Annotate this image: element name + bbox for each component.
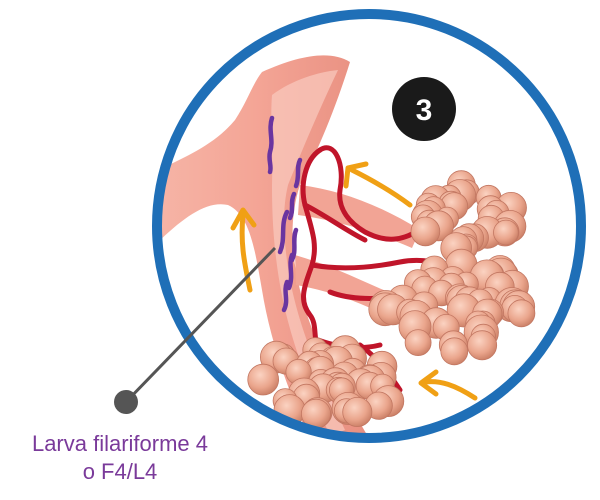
alveoli-cluster-upper <box>410 170 527 264</box>
alveolus <box>440 337 469 366</box>
caption: Larva filariforme 4 o F4/L4 <box>0 430 240 486</box>
larva <box>293 157 303 189</box>
alveolus <box>410 216 441 247</box>
larva <box>287 191 297 221</box>
larva <box>281 279 290 313</box>
step-number-badge: 3 <box>392 77 456 141</box>
alveolus <box>247 363 280 396</box>
step-number: 3 <box>416 94 433 127</box>
alveolus <box>493 219 519 246</box>
alveoli-cluster-lower <box>247 335 405 429</box>
larva <box>267 115 275 175</box>
migration-arrows <box>230 161 478 401</box>
alveolus <box>507 299 536 328</box>
caption-line-2: o F4/L4 <box>82 459 158 484</box>
alveolus <box>404 329 432 357</box>
arrow-up-left-icon <box>418 369 478 401</box>
alveoli-cluster-middle <box>368 248 536 366</box>
larva <box>286 252 295 291</box>
alveolus <box>467 330 498 361</box>
filariform-larvae <box>267 115 303 313</box>
callout-pointer <box>114 246 277 414</box>
arrow-up-left-icon <box>343 161 413 208</box>
magnifier-ring <box>152 9 586 443</box>
arrow-up-icon <box>230 207 257 293</box>
caption-line-1: Larva filariforme 4 <box>31 431 209 456</box>
larva <box>277 209 290 255</box>
callout-pointer-dot <box>114 390 138 414</box>
alveolus <box>342 396 373 427</box>
